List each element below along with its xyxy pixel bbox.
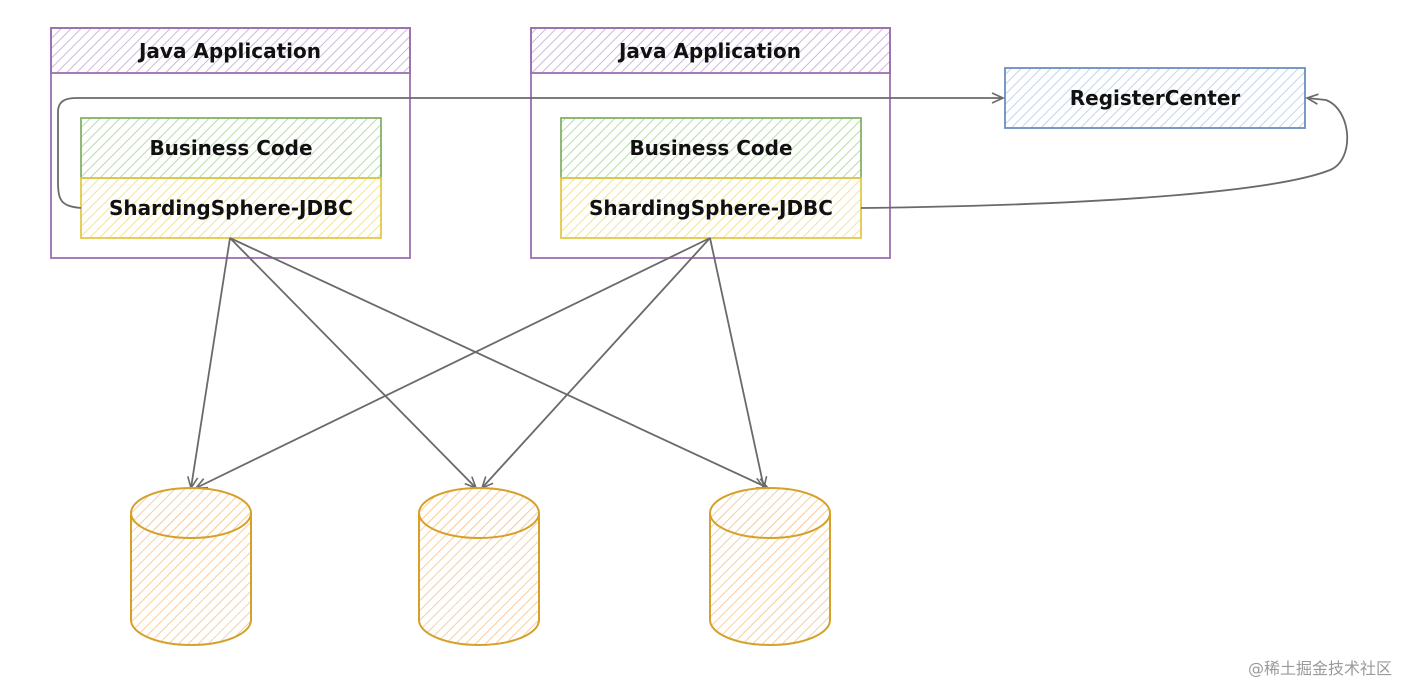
register-center-label: RegisterCenter [1070,86,1241,110]
java-application-1: Java Application Business Code ShardingS… [50,27,411,259]
database-icon [130,513,252,646]
database-top [130,487,252,539]
jdbc1-to-db2-arrow [229,237,478,490]
register-center-box [1004,67,1306,129]
application-title: Java Application [137,39,321,63]
business-code-label: Business Code [629,136,792,160]
jdbc2-to-db2-arrow [480,237,711,490]
database-icon [418,513,540,646]
sharding-jdbc-box [80,177,382,239]
jdbc1-to-db3-arrow [229,237,770,489]
application-header [530,27,891,74]
database-2 [418,487,540,646]
jdbc2-to-db3-arrow [709,237,768,490]
business-code-box [80,117,382,179]
sharding-jdbc-label: ShardingSphere-JDBC [589,196,833,220]
db-connectors [186,237,770,490]
register-center: RegisterCenter [1004,67,1306,129]
jdbc2-to-register-arrow [860,93,1349,209]
database-1 [130,487,252,646]
jdbc1-to-db1-arrow [186,237,231,490]
database-icon [709,513,831,646]
database-top [709,487,831,539]
database-3 [709,487,831,646]
sharding-jdbc-label: ShardingSphere-JDBC [109,196,353,220]
jdbc1-to-register-arrow [57,92,1005,209]
business-code-label: Business Code [149,136,312,160]
application-header [50,27,411,74]
sharding-jdbc-box [560,177,862,239]
application-title: Java Application [617,39,801,63]
watermark: @稀土掘金技术社区 [1248,659,1392,678]
database-top [418,487,540,539]
jdbc2-to-db1-arrow [194,237,711,489]
java-application-2: Java Application Business Code ShardingS… [530,27,891,259]
